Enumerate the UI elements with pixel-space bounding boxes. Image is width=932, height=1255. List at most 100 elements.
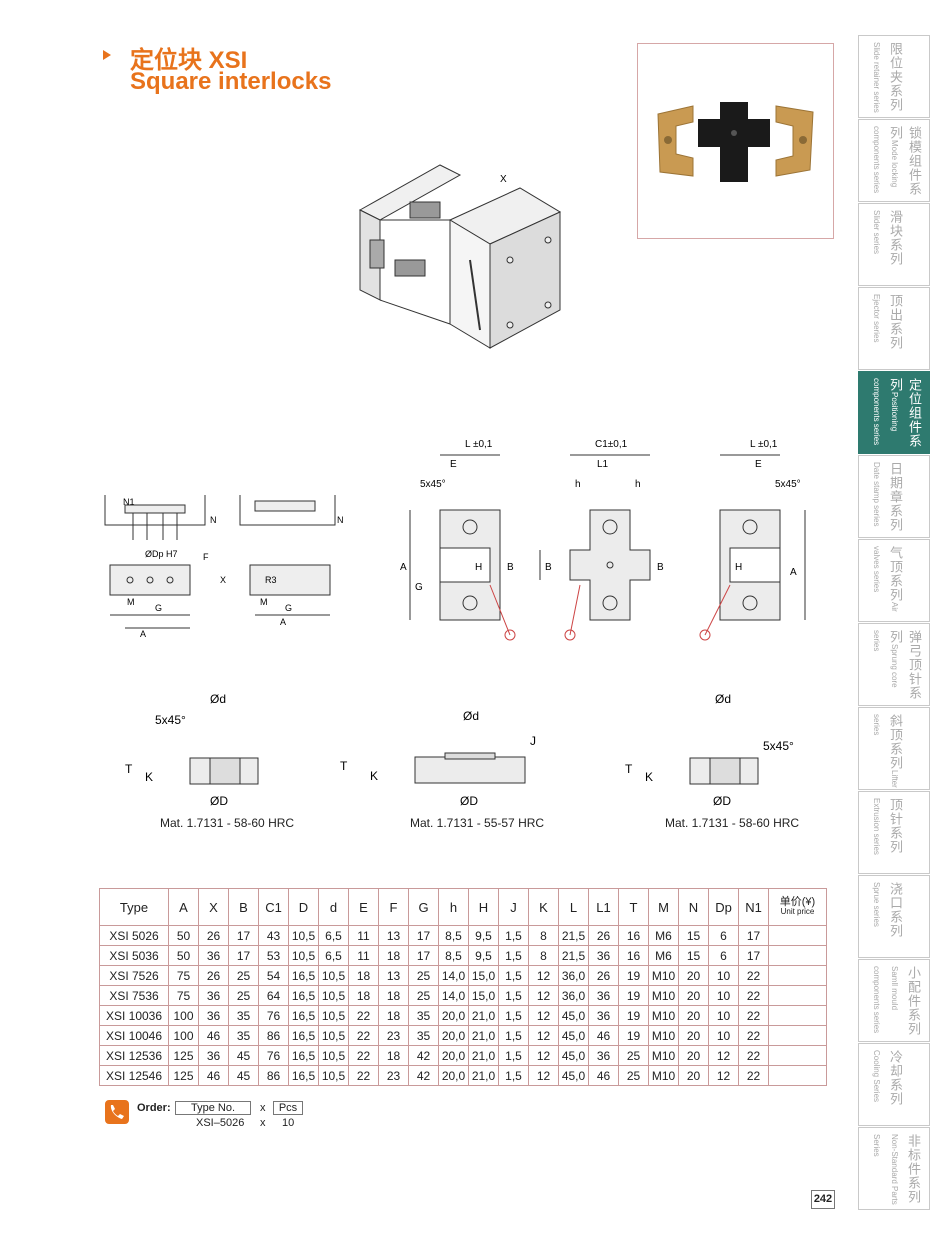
spec-cell: 10,5 bbox=[318, 1025, 349, 1046]
spec-cell: 125 bbox=[168, 1065, 199, 1086]
col-header: M bbox=[648, 888, 679, 926]
title-bullet-icon bbox=[103, 50, 111, 60]
sidebar-tab[interactable]: 日期章系列Date stamp series bbox=[858, 455, 930, 538]
spec-cell: 26 bbox=[198, 965, 229, 986]
spec-cell: 46 bbox=[198, 1025, 229, 1046]
spec-cell: 25 bbox=[408, 965, 439, 986]
spec-cell: 14,0 bbox=[438, 965, 469, 986]
spec-cell: 36 bbox=[198, 985, 229, 1006]
sidebar-tab[interactable]: 锁模组件系列Mode locking components series bbox=[858, 119, 930, 202]
sidebar-tab[interactable]: 弹弓顶针系列Sprung core series bbox=[858, 623, 930, 706]
spec-cell: 36 bbox=[198, 945, 229, 966]
sidebar-tab[interactable]: 斜顶系列Lifter series bbox=[858, 707, 930, 790]
spec-cell: 54 bbox=[258, 965, 289, 986]
sidebar-tab[interactable]: 顶出系列 Ejector series bbox=[858, 287, 930, 370]
spec-cell: 11 bbox=[348, 945, 379, 966]
spec-cell: 8 bbox=[528, 925, 559, 946]
sidebar-tab-cn: 冷却系列 bbox=[887, 1050, 902, 1106]
spec-cell: 23 bbox=[378, 1065, 409, 1086]
svg-text:X: X bbox=[500, 174, 507, 185]
spec-cell: 17 bbox=[408, 925, 439, 946]
svg-text:5x45°: 5x45° bbox=[775, 479, 801, 490]
svg-text:N: N bbox=[337, 515, 344, 525]
spec-cell: 20,0 bbox=[438, 1065, 469, 1086]
spec-cell: 75 bbox=[168, 985, 199, 1006]
page-title-en: Square interlocks bbox=[130, 68, 332, 95]
spec-cell: 10,5 bbox=[318, 985, 349, 1006]
spec-cell: 10,5 bbox=[288, 945, 319, 966]
spec-cell: 1,5 bbox=[498, 945, 529, 966]
sidebar-tab[interactable]: 冷却系列Cooling Series bbox=[858, 1043, 930, 1126]
side-view-1: Ød 5x45° K T ØD bbox=[110, 688, 300, 813]
sidebar-tab-en: Slider series bbox=[872, 210, 881, 255]
spec-cell: 12 bbox=[528, 1045, 559, 1066]
spec-cell: 12 bbox=[528, 1005, 559, 1026]
unit-price-cell bbox=[768, 925, 827, 946]
spec-cell: 35 bbox=[228, 1025, 259, 1046]
spec-cell: 26 bbox=[198, 925, 229, 946]
spec-cell: 18 bbox=[378, 985, 409, 1006]
spec-cell: 18 bbox=[348, 965, 379, 986]
sidebar-tab-en: Samll mould components series bbox=[872, 966, 899, 1034]
sidebar-tab-cn: 气顶系列 bbox=[887, 546, 902, 602]
svg-text:Ød: Ød bbox=[210, 692, 226, 706]
spec-cell: 13 bbox=[378, 965, 409, 986]
svg-text:L1: L1 bbox=[597, 459, 609, 470]
type-cell: XSI 10036 bbox=[99, 1005, 169, 1026]
unit-price-cell bbox=[768, 1045, 827, 1066]
spec-cell: 15,0 bbox=[468, 985, 499, 1006]
type-cell: XSI 7536 bbox=[99, 985, 169, 1006]
col-header: F bbox=[378, 888, 409, 926]
spec-cell: 8 bbox=[528, 945, 559, 966]
sidebar-tab-en: Date stamp series bbox=[872, 462, 881, 527]
spec-cell: 9,5 bbox=[468, 925, 499, 946]
col-header: L1 bbox=[588, 888, 619, 926]
svg-text:A: A bbox=[400, 562, 407, 573]
spec-cell: 22 bbox=[348, 1065, 379, 1086]
svg-text:N1: N1 bbox=[123, 497, 135, 507]
spec-cell: M6 bbox=[648, 945, 679, 966]
sidebar-tab-en: Ejector series bbox=[872, 294, 881, 343]
sidebar-tab[interactable]: 限位夹系列Slide retainer series bbox=[858, 35, 930, 118]
sidebar-tab[interactable]: 小配件系列Samll mould components series bbox=[858, 959, 930, 1042]
sidebar-tab-cn: 弹弓顶针系列 bbox=[887, 630, 921, 700]
type-cell: XSI 5036 bbox=[99, 945, 169, 966]
spec-cell: 21,5 bbox=[558, 945, 589, 966]
unit-price-cell bbox=[768, 965, 827, 986]
spec-cell: 18 bbox=[378, 1045, 409, 1066]
spec-cell: 12 bbox=[528, 1025, 559, 1046]
spec-cell: 22 bbox=[348, 1005, 379, 1026]
spec-cell: 86 bbox=[258, 1065, 289, 1086]
mold-assembly-drawing: X bbox=[350, 160, 570, 365]
sidebar-tab[interactable]: 浇口系列Sprue series bbox=[858, 875, 930, 958]
spec-cell: 1,5 bbox=[498, 1005, 529, 1026]
col-header: D bbox=[288, 888, 319, 926]
type-cell: XSI 10046 bbox=[99, 1025, 169, 1046]
spec-cell: 12 bbox=[528, 985, 559, 1006]
sidebar-tab[interactable]: 气顶系列Air valves series bbox=[858, 539, 930, 622]
svg-text:5x45°: 5x45° bbox=[763, 739, 794, 753]
spec-cell: 22 bbox=[738, 965, 769, 986]
spec-cell: 42 bbox=[408, 1045, 439, 1066]
side-view-2: Ød J K T ØD bbox=[335, 705, 545, 815]
unit-price-cell bbox=[768, 1025, 827, 1046]
sidebar-tab[interactable]: 定位组件系列Positioning components series bbox=[858, 371, 930, 454]
spec-cell: 25 bbox=[228, 985, 259, 1006]
svg-text:J: J bbox=[530, 734, 536, 748]
sidebar-tab[interactable]: 非标件系列Non-Standard Parts Series bbox=[858, 1127, 930, 1210]
spec-cell: 19 bbox=[618, 985, 649, 1006]
spec-cell: 45,0 bbox=[558, 1025, 589, 1046]
sidebar-tab-cn: 顶针系列 bbox=[887, 798, 902, 854]
svg-text:5x45°: 5x45° bbox=[155, 713, 186, 727]
sidebar-tab-cn: 斜顶系列 bbox=[887, 714, 902, 770]
type-cell: XSI 7526 bbox=[99, 965, 169, 986]
sidebar-tab[interactable]: 滑块系列Slider series bbox=[858, 203, 930, 286]
sidebar-tab-cn: 顶出系列 bbox=[887, 294, 902, 350]
table-header-row: Type A X B C1 D d E F G h H J K L L1 T M… bbox=[99, 888, 827, 926]
spec-cell: 86 bbox=[258, 1025, 289, 1046]
sidebar-tab[interactable]: 顶针系列Extrusion series bbox=[858, 791, 930, 874]
col-header: E bbox=[348, 888, 379, 926]
